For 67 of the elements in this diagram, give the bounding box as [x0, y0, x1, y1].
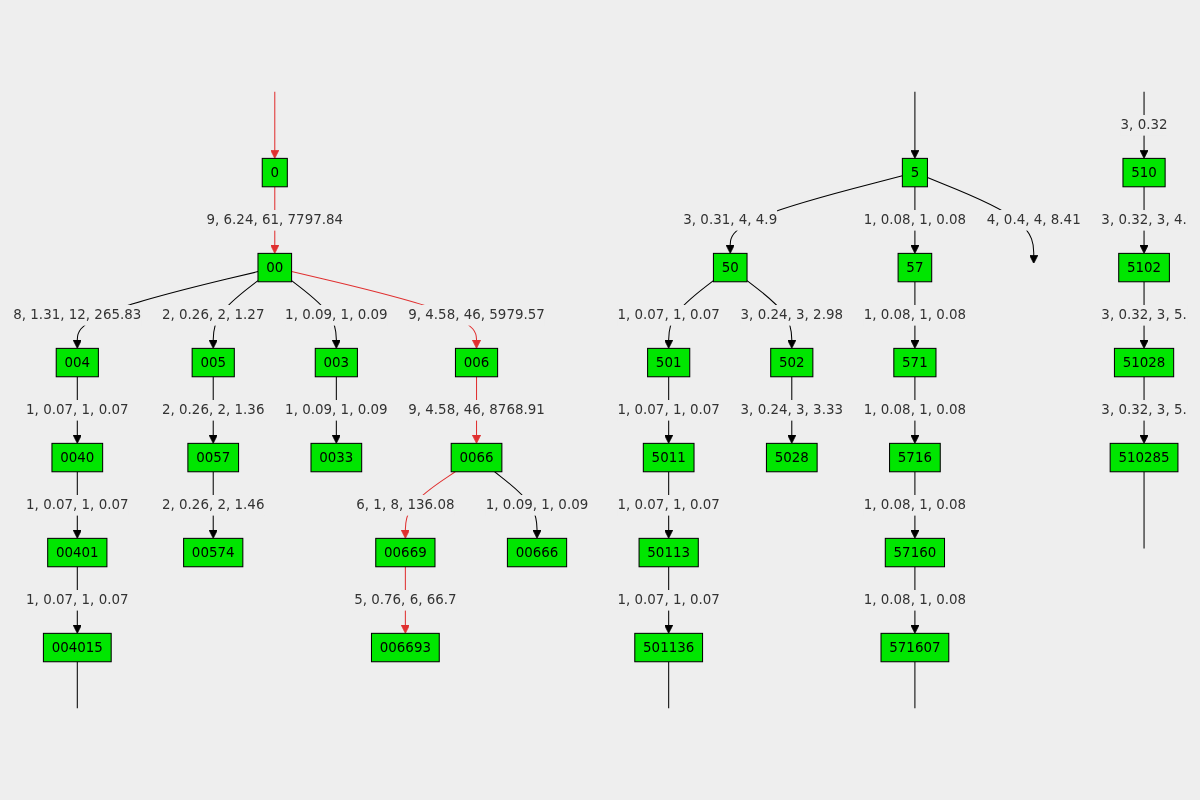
- node-box: 004015: [42, 632, 112, 663]
- node-box: 501136: [634, 632, 704, 663]
- edge-label: 1, 0.07, 1, 0.07: [26, 402, 129, 418]
- edge-label: 6, 1, 8, 136.08: [356, 497, 455, 513]
- edge-label: 1, 0.09, 1, 0.09: [285, 402, 388, 418]
- edge-label: 1, 0.08, 1, 0.08: [863, 497, 967, 513]
- edge-label: 1, 0.08, 1, 0.08: [863, 307, 967, 323]
- edge-label: 2, 0.26, 2, 1.36: [161, 402, 265, 418]
- edge-label: 3, 0.31, 4, 4.9: [683, 212, 778, 228]
- edge-label: 1, 0.09, 1, 0.09: [485, 497, 589, 513]
- edge-label: 9, 4.58, 46, 5979.57: [408, 307, 545, 323]
- edge-label: 2, 0.26, 2, 1.27: [161, 307, 265, 323]
- arrow: [270, 91, 280, 159]
- node-box: 57: [897, 252, 933, 283]
- node-box: 5102: [1118, 252, 1170, 283]
- edge-label: 1, 0.07, 1, 0.07: [26, 592, 129, 608]
- node-box: 571607: [880, 632, 950, 663]
- node-box: 005: [191, 347, 235, 378]
- edge-label: 9, 6.24, 61, 7797.84: [206, 212, 344, 228]
- node-box: 0033: [310, 442, 363, 473]
- node-box: 510285: [1109, 442, 1179, 473]
- edge-label: 1, 0.08, 1, 0.08: [863, 592, 967, 608]
- node-box: 0057: [187, 442, 240, 473]
- node-box: 006693: [370, 632, 440, 663]
- node-box: 5011: [642, 442, 695, 473]
- node-box: 5: [901, 157, 928, 188]
- edge-label: 1, 0.07, 1, 0.07: [617, 402, 720, 418]
- node-box: 006: [454, 347, 499, 378]
- edge-label: 3, 0.32, 3, 5.: [1101, 402, 1187, 418]
- edge-label: 5, 0.76, 6, 66.7: [354, 592, 457, 608]
- edge-label: 8, 1.31, 12, 265.83: [13, 307, 142, 323]
- node-box: 57160: [884, 537, 946, 568]
- arrow: [910, 91, 920, 159]
- edge-label: 1, 0.07, 1, 0.07: [617, 592, 720, 608]
- node-box: 00574: [183, 537, 244, 568]
- edge-label: 4, 0.4, 4, 8.41: [986, 212, 1081, 228]
- node-box: 003: [314, 347, 358, 378]
- node-box: 0066: [450, 442, 503, 473]
- edge-label: 3, 0.24, 3, 3.33: [740, 402, 844, 418]
- node-box: 00401: [47, 537, 108, 568]
- edge-label: 3, 0.24, 3, 2.98: [740, 307, 844, 323]
- node-box: 5716: [889, 442, 941, 473]
- node-box: 51028: [1113, 347, 1175, 378]
- edge-label: 1, 0.09, 1, 0.09: [285, 307, 388, 323]
- edge-label: 1, 0.07, 1, 0.07: [617, 497, 720, 513]
- node-box: 50113: [638, 537, 699, 568]
- node-box: 00666: [506, 537, 568, 568]
- edge-label: 3, 0.32, 3, 5.: [1101, 307, 1187, 323]
- edge-label: 2, 0.26, 2, 1.46: [161, 497, 265, 513]
- edge-label: 3, 0.32, 3, 4.: [1101, 212, 1187, 228]
- node-box: 00669: [375, 537, 436, 568]
- edge-label: 1, 0.08, 1, 0.08: [863, 402, 967, 418]
- edge-label: 1, 0.08, 1, 0.08: [863, 212, 967, 228]
- edge-label: 3, 0.32: [1120, 117, 1168, 133]
- node-box: 5028: [765, 442, 818, 473]
- edge-label: 1, 0.07, 1, 0.07: [617, 307, 720, 323]
- edge-label: 9, 4.58, 46, 8768.91: [408, 402, 545, 418]
- node-box: 50: [712, 252, 748, 283]
- edge-label: 1, 0.07, 1, 0.07: [26, 497, 129, 513]
- node-box: 004: [55, 347, 99, 378]
- node-box: 0040: [51, 442, 104, 473]
- node-box: 571: [893, 347, 937, 378]
- node-box: 0: [261, 157, 288, 188]
- node-box: 00: [257, 252, 293, 283]
- node-box: 502: [770, 347, 814, 378]
- node-box: 501: [647, 347, 691, 378]
- node-box: 510: [1122, 157, 1166, 188]
